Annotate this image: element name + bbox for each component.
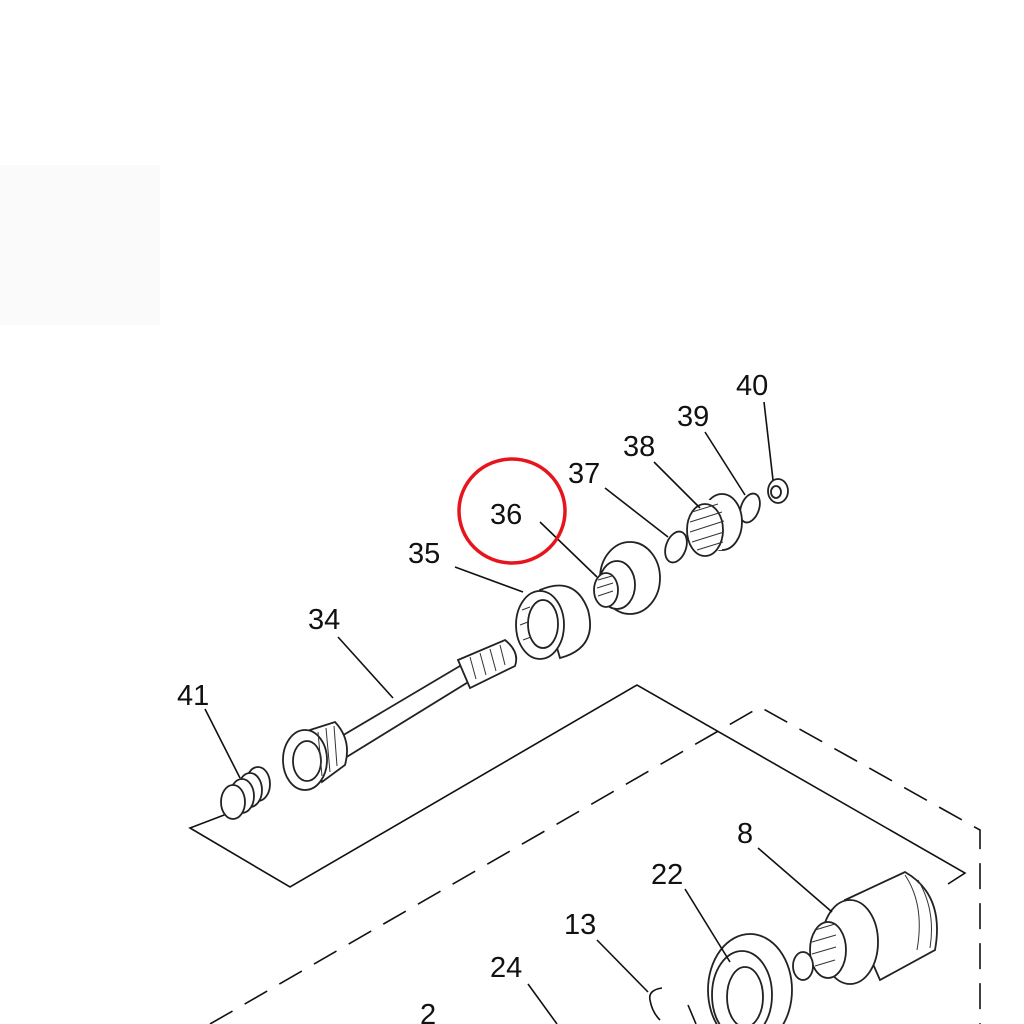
part-38-bearing[interactable] <box>686 493 743 557</box>
part-39-ring[interactable] <box>736 491 763 525</box>
part-40-washer[interactable] <box>767 478 789 504</box>
label-part-36: 36 <box>490 499 522 531</box>
leader-lines <box>204 401 833 1024</box>
part-8-drive-shaft[interactable] <box>792 870 938 985</box>
part-41-spring[interactable] <box>220 766 271 820</box>
label-part-39: 39 <box>677 401 709 433</box>
part-37-ring[interactable] <box>661 529 691 566</box>
part-13-clip[interactable] <box>648 987 697 1024</box>
label-part-13: 13 <box>564 909 596 941</box>
assembly-outline-solid <box>188 684 967 888</box>
part-35-cup[interactable] <box>515 584 591 660</box>
label-part-35: 35 <box>408 538 440 570</box>
label-part-34: 34 <box>308 604 340 636</box>
part-22-seal[interactable] <box>707 933 793 1024</box>
part-36-collar[interactable] <box>593 541 661 615</box>
label-part-2: 2 <box>420 999 436 1024</box>
label-part-22: 22 <box>651 859 683 891</box>
assembly-outline-dashed <box>209 706 981 1024</box>
label-part-37: 37 <box>568 458 600 490</box>
highlight-circle <box>457 457 567 565</box>
label-part-41: 41 <box>177 680 209 712</box>
label-part-38: 38 <box>623 431 655 463</box>
part-34-shaft[interactable] <box>282 638 518 791</box>
label-part-8: 8 <box>737 818 753 850</box>
background-tint <box>0 165 160 325</box>
label-part-24: 24 <box>490 952 522 984</box>
label-part-40: 40 <box>736 370 768 402</box>
